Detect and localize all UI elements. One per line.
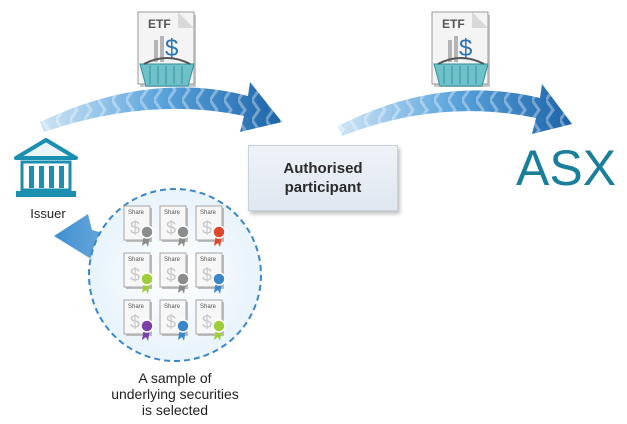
authorised-participant-box: Authorised participant: [248, 145, 398, 211]
share-certificate: Share $: [123, 252, 154, 294]
dollar-icon: $: [130, 265, 140, 285]
dollar-icon: $: [166, 218, 176, 238]
dollar-icon: $: [202, 218, 212, 238]
share-certificate: Share $: [195, 252, 226, 294]
badge-icon: [212, 272, 226, 286]
dollar-icon: $: [166, 312, 176, 332]
badge-icon: [140, 225, 154, 239]
dollar-icon: $: [459, 35, 472, 62]
share-label: Share: [164, 210, 181, 216]
share-label: Share: [128, 210, 145, 216]
share-label: Share: [200, 210, 217, 216]
badge-icon: [176, 319, 190, 333]
dollar-icon: $: [202, 265, 212, 285]
badge-icon: [212, 319, 226, 333]
badge-icon: [176, 225, 190, 239]
badge-icon: [140, 272, 154, 286]
flow-arrow-ap-to-asx: [338, 84, 572, 136]
authorised-participant-label: Authorised participant: [283, 160, 363, 196]
share-certificates-grid: Share$Share$Share$Share$Share$Share$Shar…: [123, 205, 226, 341]
badge-icon: [176, 272, 190, 286]
etf-document-icon: ETF $: [431, 11, 490, 87]
badge-icon: [140, 319, 154, 333]
share-label: Share: [128, 257, 145, 263]
share-certificate: Share $: [195, 299, 226, 341]
share-certificate: Share $: [195, 205, 226, 247]
share-label: Share: [200, 304, 217, 310]
etf-document-icon: ETF $: [137, 11, 196, 87]
flow-arrow-issuer-to-ap: [40, 82, 282, 132]
issuer-label: Issuer: [30, 206, 66, 221]
etf-document-label: ETF: [148, 17, 171, 31]
share-certificate: Share $: [123, 205, 154, 247]
dollar-icon: $: [166, 265, 176, 285]
share-label: Share: [164, 304, 181, 310]
dollar-icon: $: [165, 35, 178, 62]
share-label: Share: [128, 304, 145, 310]
asx-label: ASX: [516, 140, 617, 196]
securities-caption: A sample of underlying securities is sel…: [111, 370, 239, 418]
dollar-icon: $: [130, 218, 140, 238]
share-certificate: Share $: [159, 299, 190, 341]
share-certificate: Share $: [123, 299, 154, 341]
share-label: Share: [164, 257, 181, 263]
dollar-icon: $: [130, 312, 140, 332]
share-certificate: Share $: [159, 252, 190, 294]
bank-building-icon: [14, 138, 78, 197]
badge-icon: [212, 225, 226, 239]
etf-document-label: ETF: [442, 17, 465, 31]
share-label: Share: [200, 257, 217, 263]
dollar-icon: $: [202, 312, 212, 332]
share-certificate: Share $: [159, 205, 190, 247]
